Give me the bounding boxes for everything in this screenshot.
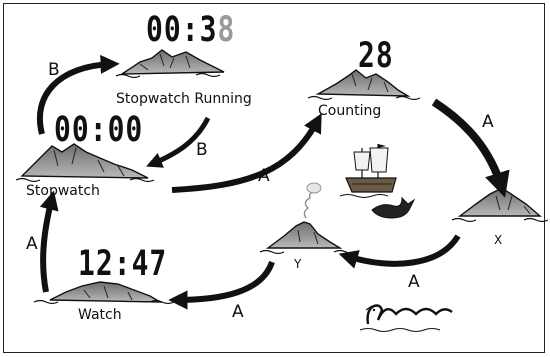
label-x: X bbox=[494, 233, 503, 247]
edge-label-y-to-watch: A bbox=[232, 302, 244, 322]
arrow-x-to-y bbox=[338, 234, 461, 269]
edge-label-stopwatch-to-counting: A bbox=[258, 166, 270, 186]
label-watch: Watch bbox=[78, 307, 122, 323]
edge-label-running-to-stopwatch: B bbox=[196, 140, 208, 160]
edge-label-counting-to-x: A bbox=[482, 112, 494, 132]
whale bbox=[371, 196, 416, 219]
island-y-volcano bbox=[259, 221, 359, 255]
volcano-smoke bbox=[303, 182, 322, 219]
island-stopwatch-running bbox=[115, 49, 225, 79]
edge-label-watch-to-stopwatch: A bbox=[26, 234, 38, 254]
arrow-stopwatch-to-running bbox=[36, 54, 120, 135]
arrow-stopwatch-to-counting bbox=[171, 113, 322, 193]
label-y: Y bbox=[294, 257, 302, 271]
island-x bbox=[451, 187, 549, 223]
island-watch bbox=[33, 281, 175, 305]
edge-label-x-to-y: A bbox=[408, 272, 420, 292]
stopwatch-running-display: 00:38 bbox=[146, 8, 236, 50]
label-counting: Counting bbox=[318, 103, 382, 119]
island-counting bbox=[307, 69, 421, 101]
sea-serpent bbox=[359, 304, 453, 332]
pirate-ship bbox=[339, 144, 397, 198]
frame-border bbox=[3, 3, 545, 353]
arrow-running-to-stopwatch bbox=[146, 116, 211, 168]
label-stopwatch-running: Stopwatch Running bbox=[116, 91, 252, 107]
edge-label-stopwatch-to-running: B bbox=[48, 60, 60, 80]
island-stopwatch bbox=[15, 143, 155, 183]
arrow-watch-to-stopwatch bbox=[39, 190, 59, 293]
arrow-y-to-watch bbox=[168, 260, 275, 310]
watch-display: 12:47 bbox=[78, 242, 168, 284]
arrow-counting-to-x bbox=[431, 98, 510, 198]
stopwatch-display: 00:00 bbox=[54, 108, 144, 150]
label-stopwatch: Stopwatch bbox=[26, 183, 100, 199]
counting-display: 28 bbox=[358, 34, 394, 76]
